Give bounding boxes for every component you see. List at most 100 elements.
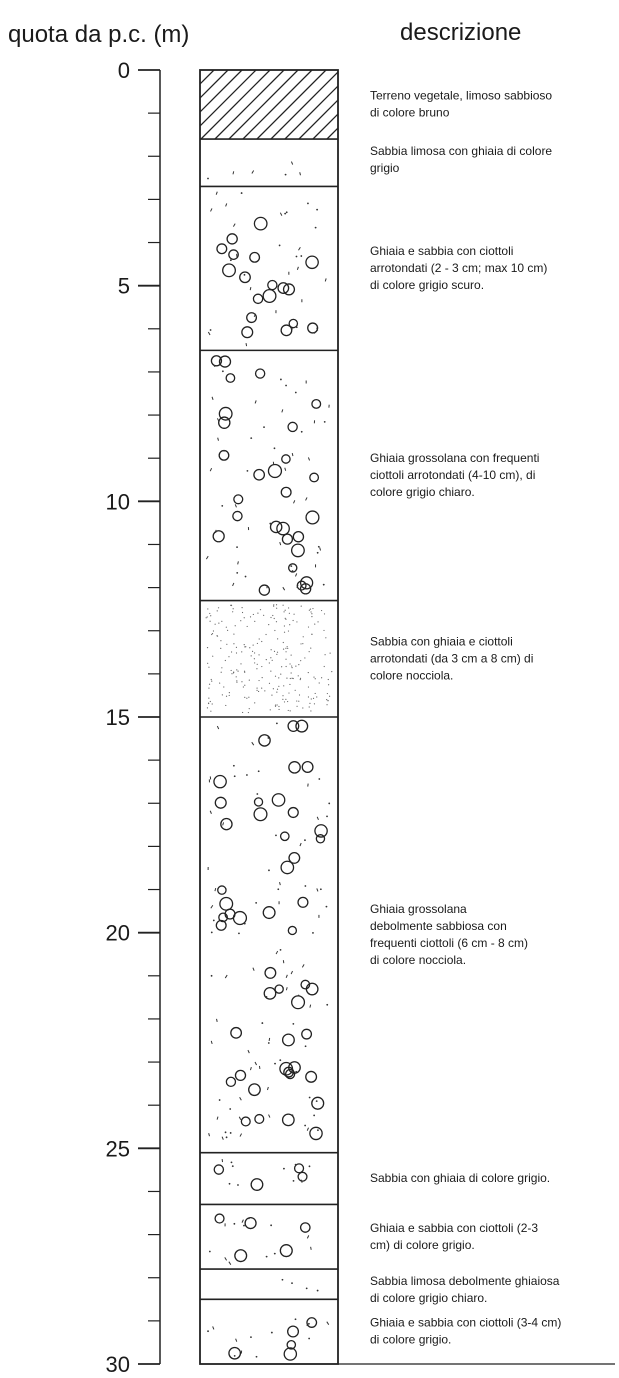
pebble xyxy=(262,288,277,303)
pebble xyxy=(299,1222,311,1233)
speck xyxy=(236,546,238,549)
sand-dot xyxy=(259,609,262,611)
hatch-line xyxy=(284,85,338,140)
pebble xyxy=(264,966,277,979)
speck xyxy=(328,802,331,805)
hatch-line xyxy=(200,70,243,113)
sand-dot xyxy=(207,662,209,664)
pebble xyxy=(215,919,227,931)
sand-dot xyxy=(246,697,248,699)
pebble xyxy=(276,521,290,536)
speck xyxy=(231,1165,234,1168)
speck xyxy=(211,396,214,401)
hatch-line xyxy=(355,70,424,139)
sand-dot xyxy=(283,685,285,687)
speck xyxy=(229,1132,232,1134)
description-sabbia-ghiaia-nocciola: Sabbia con ghiaia e ciottoliarrotondati … xyxy=(370,634,533,682)
pebble xyxy=(297,896,309,908)
sand-dot xyxy=(282,641,284,644)
sand-dot xyxy=(211,633,213,636)
hatch-line xyxy=(242,70,313,140)
speck xyxy=(239,1133,243,1137)
speck xyxy=(210,974,213,977)
speck xyxy=(305,497,308,501)
sand-dot xyxy=(299,677,302,679)
speck xyxy=(252,967,255,971)
speck xyxy=(210,208,213,212)
speck xyxy=(316,888,319,892)
sand-dot xyxy=(320,609,323,612)
sand-dot xyxy=(220,640,222,642)
pebble xyxy=(306,1317,318,1328)
pebble xyxy=(233,494,244,505)
speck xyxy=(268,1037,271,1042)
speck xyxy=(316,1289,319,1292)
layer-sabbia-ghiaia-nocciola xyxy=(200,599,338,714)
sand-dot xyxy=(268,682,271,684)
sand-dot xyxy=(316,696,318,698)
sand-dot xyxy=(256,689,258,691)
speck xyxy=(233,1222,236,1225)
speck xyxy=(315,323,318,328)
speck xyxy=(279,212,283,216)
speck xyxy=(253,313,257,318)
pebble xyxy=(288,851,301,864)
sand-dot xyxy=(287,647,289,650)
pebble xyxy=(274,984,284,994)
speck xyxy=(261,1022,264,1024)
sand-dot xyxy=(254,620,256,622)
hatch-pattern xyxy=(200,70,424,140)
pebble xyxy=(299,583,312,595)
sand-dot xyxy=(326,704,328,706)
sand-dot xyxy=(296,705,298,707)
sand-dot xyxy=(248,679,250,681)
sand-dot xyxy=(206,616,208,618)
sand-dot xyxy=(284,617,286,619)
hatch-line xyxy=(200,70,215,85)
sand-dot xyxy=(288,612,290,614)
speck xyxy=(318,778,321,780)
pebble xyxy=(281,1113,295,1127)
pebble xyxy=(305,510,320,525)
pebble xyxy=(253,216,268,231)
speck xyxy=(229,1108,232,1110)
sand-dot xyxy=(214,623,216,625)
pebble xyxy=(287,806,299,819)
speck xyxy=(294,1318,297,1321)
speck xyxy=(299,842,302,847)
sand-dot xyxy=(236,680,238,682)
sand-dot xyxy=(248,696,250,698)
sand-dot xyxy=(310,698,312,700)
sand-dot xyxy=(250,655,252,657)
pebble xyxy=(271,793,286,807)
pebble xyxy=(225,373,236,383)
speck xyxy=(205,555,209,560)
sand-dot xyxy=(230,651,233,653)
sand-dot xyxy=(274,675,277,677)
speck xyxy=(237,561,239,565)
layer-sabbia-ghiaia-grigio xyxy=(200,1151,338,1191)
sand-dot xyxy=(270,670,272,672)
sand-dot xyxy=(285,665,287,668)
sand-dot xyxy=(244,646,246,648)
speck xyxy=(224,974,228,979)
speck xyxy=(214,888,217,892)
pebble xyxy=(218,912,228,923)
sand-dot xyxy=(268,662,270,664)
sand-dot xyxy=(258,638,260,640)
pebble xyxy=(280,324,293,337)
sand-dot xyxy=(282,698,284,700)
sand-dot xyxy=(296,621,298,623)
speck xyxy=(305,1287,308,1290)
speck xyxy=(275,834,277,837)
pebble xyxy=(234,1249,248,1263)
sand-dot xyxy=(287,709,289,712)
sand-dot xyxy=(270,657,272,659)
sand-dot xyxy=(242,711,244,714)
description-line: di colore nocciola. xyxy=(370,953,466,967)
sand-dot xyxy=(283,625,286,627)
sand-dot xyxy=(225,704,227,707)
